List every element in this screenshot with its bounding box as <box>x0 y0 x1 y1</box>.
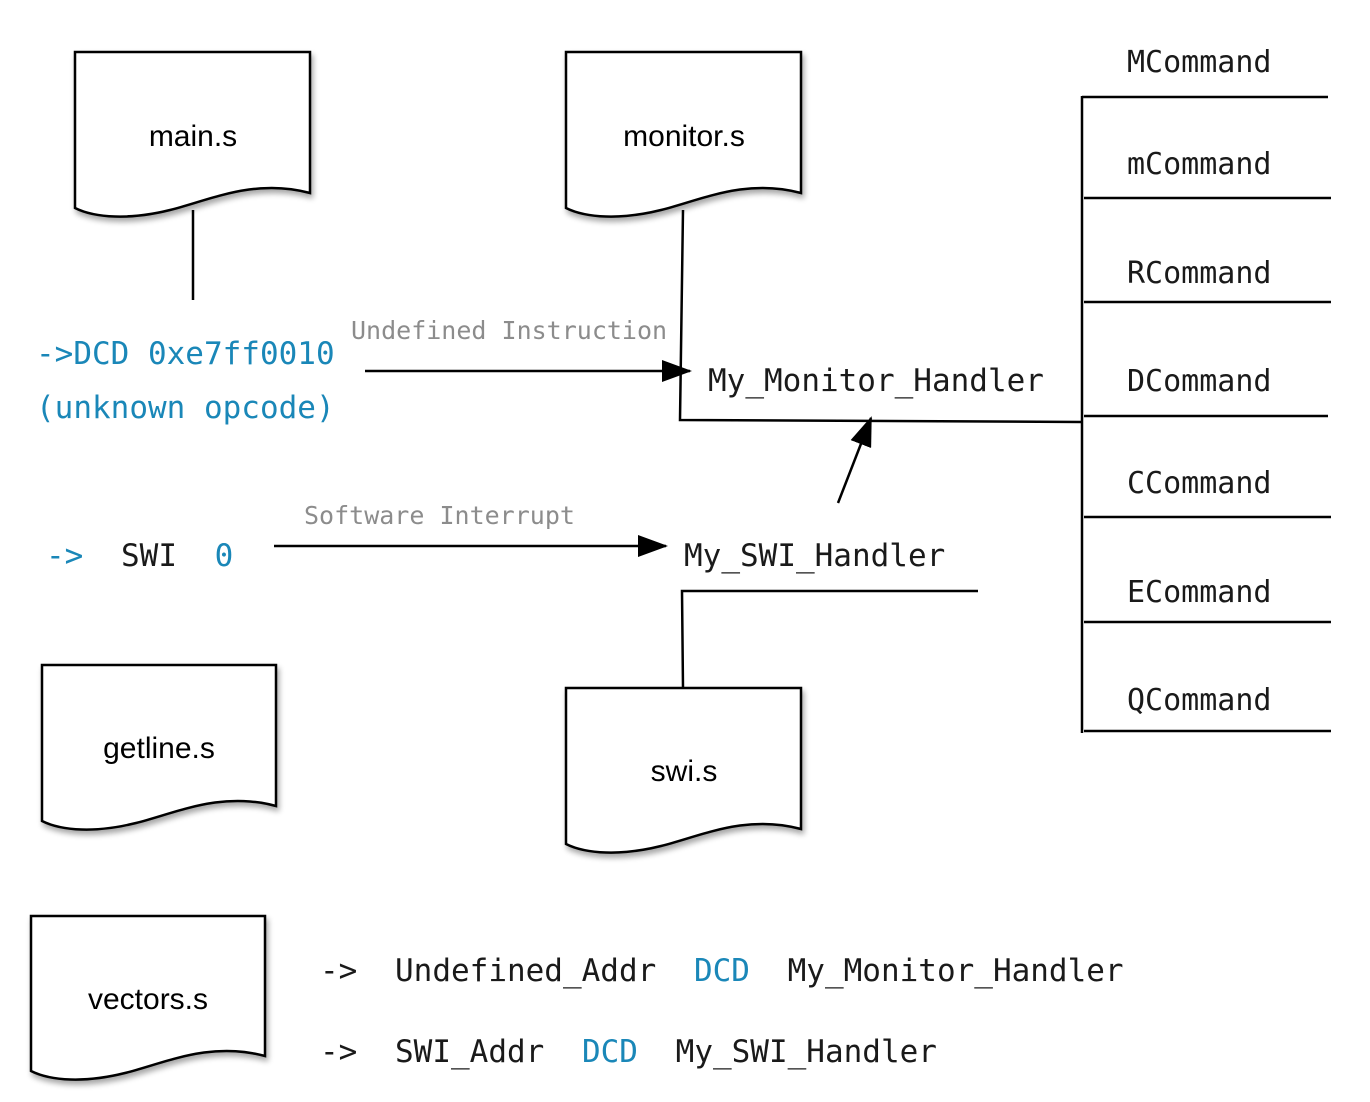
document-monitor: monitor.s <box>564 50 803 218</box>
dcd-instruction-line: ->DCD 0xe7ff0010 <box>36 336 335 372</box>
vector-swi-target: My_SWI_Handler <box>676 1034 937 1070</box>
swi-to-monitor-arrow <box>836 416 873 504</box>
vector-undefined-keyword: DCD <box>694 953 750 989</box>
vector-swi-arrow: -> <box>320 1034 357 1070</box>
command-item: DCommand <box>1127 364 1272 399</box>
vector-undefined-name: Undefined_Addr <box>395 953 656 989</box>
undefined-instruction-label: Undefined Instruction <box>351 316 667 345</box>
vector-swi-line: -> SWI_Addr DCD My_SWI_Handler <box>320 1034 937 1070</box>
command-item: RCommand <box>1127 256 1272 291</box>
software-interrupt-label: Software Interrupt <box>304 501 575 530</box>
command-item: mCommand <box>1127 147 1272 182</box>
swi-instruction-line: -> SWI 0 <box>46 538 233 574</box>
document-monitor-label: monitor.s <box>623 120 745 153</box>
command-item: MCommand <box>1127 45 1272 80</box>
document-main: main.s <box>73 50 312 218</box>
swi-keyword-text: SWI <box>121 538 177 574</box>
document-vectors-label: vectors.s <box>88 983 208 1016</box>
command-item: QCommand <box>1127 683 1272 718</box>
command-item: CCommand <box>1127 466 1272 501</box>
unknown-opcode-text: (unknown opcode) <box>36 390 335 426</box>
vector-undefined-arrow: -> <box>320 953 357 989</box>
swi-arrow-text: -> <box>46 538 83 574</box>
command-item: ECommand <box>1127 575 1272 610</box>
vector-undefined-line: -> Undefined_Addr DCD My_Monitor_Handler <box>320 953 1124 989</box>
unknown-opcode-line: (unknown opcode) <box>36 390 335 426</box>
document-swi: swi.s <box>564 686 803 854</box>
command-table: MCommand mCommand RCommand DCommand CCom… <box>1080 45 1331 733</box>
swi-value-text: 0 <box>215 538 234 574</box>
document-getline: getline.s <box>40 663 278 831</box>
document-swi-label: swi.s <box>651 755 718 788</box>
document-main-label: main.s <box>149 120 237 153</box>
document-vectors: vectors.s <box>29 914 267 1081</box>
document-getline-label: getline.s <box>103 732 215 765</box>
dcd-instruction-text: ->DCD 0xe7ff0010 <box>36 336 335 372</box>
swi-handler-line <box>680 589 978 689</box>
monitor-handler-label: My_Monitor_Handler <box>708 363 1044 399</box>
swi-handler-label: My_SWI_Handler <box>684 538 945 574</box>
monitor-handler-line <box>678 209 1083 424</box>
vector-swi-name: SWI_Addr <box>395 1034 544 1070</box>
vector-swi-keyword: DCD <box>582 1034 638 1070</box>
vector-undefined-target: My_Monitor_Handler <box>788 953 1124 989</box>
